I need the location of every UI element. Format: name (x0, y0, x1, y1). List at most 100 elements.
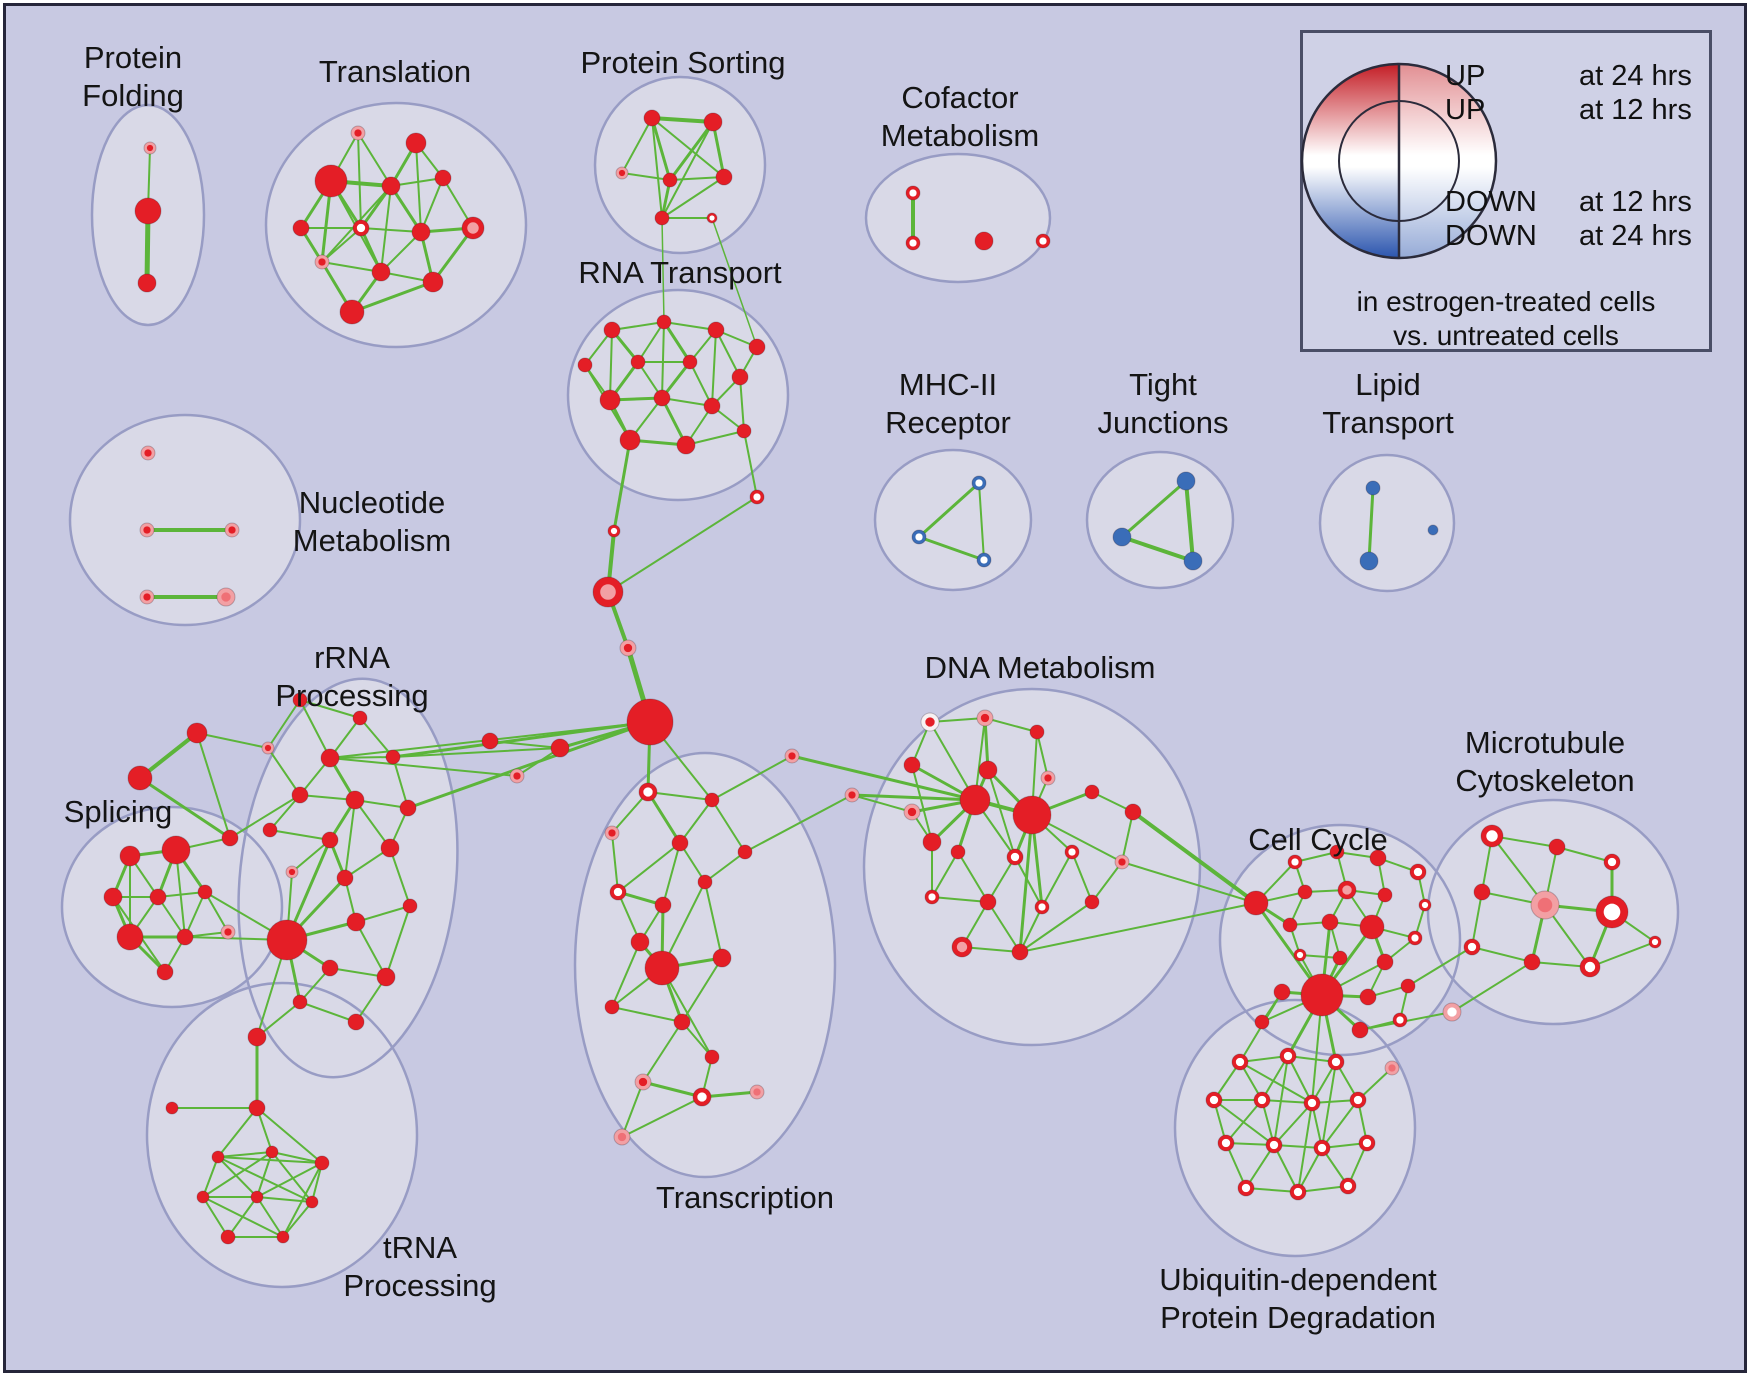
node-sp5 (197, 884, 213, 900)
edge-tx8-tx11 (704, 881, 723, 959)
edge-tx4-tx6 (617, 842, 681, 893)
node-core-ub14 (1343, 1181, 1353, 1191)
edge-tx1-tx4 (646, 790, 682, 845)
edge-ub8-ub9 (1225, 1142, 1275, 1146)
node-tx9 (630, 932, 650, 952)
edge-rr3-rr6 (267, 747, 301, 796)
node-tl5 (434, 169, 452, 187)
node-core-ub1 (1235, 1057, 1245, 1067)
node-rr4 (320, 748, 340, 768)
edge-tx16-tx17 (700, 1090, 759, 1099)
edge-x5-rr8 (406, 720, 652, 810)
node-tj3 (1183, 551, 1203, 571)
node-tn9 (305, 1195, 319, 1209)
edge-dn17-dn21 (987, 901, 1021, 953)
legend-time-label: at 24 hrs (1579, 220, 1692, 252)
node-core-mh2 (915, 533, 923, 541)
node-core-ub13 (1293, 1187, 1303, 1197)
edge-tj2-tj3 (1120, 535, 1195, 563)
node-dn5 (978, 760, 998, 780)
node-rt5 (577, 357, 593, 373)
edge-tx12-tx13 (611, 1006, 683, 1023)
node-sp9 (156, 963, 174, 981)
edge-rt1-rt9 (609, 329, 613, 401)
node-rr19 (292, 994, 308, 1010)
node-rt4 (748, 338, 766, 356)
node-rt12 (619, 429, 641, 451)
edge-ub10-ub13 (1297, 1147, 1323, 1193)
edge-ub3-ub10 (1321, 1061, 1337, 1149)
node-core-cf4 (1039, 237, 1047, 245)
node-core-x3 (600, 584, 616, 600)
cluster-outline-microtubule-cytoskeleton (1426, 798, 1680, 1026)
edge-rt2-rt6 (637, 321, 665, 363)
edge-dn21-cc0 (1019, 902, 1257, 953)
node-core-ub5 (1257, 1095, 1267, 1105)
edge-rr10-rr12 (291, 839, 331, 873)
edge-ps3-ps4 (621, 172, 671, 181)
edge-tn5-tn6 (271, 1151, 323, 1164)
cluster-label-tight-junctions: Tight (1129, 367, 1197, 402)
node-core-x2 (610, 527, 618, 535)
edge-tn9-tn11 (282, 1201, 313, 1238)
edge-mt9-mt10 (1589, 941, 1656, 968)
edge-ub9-ub12 (1245, 1144, 1275, 1189)
node-core-cc22 (1396, 1016, 1404, 1024)
node-core-dn13 (1010, 852, 1020, 862)
node-tn8 (250, 1190, 264, 1204)
edge-rr1-rr3 (267, 699, 301, 749)
edge-tx1-tx3 (611, 791, 649, 834)
edge-ps2-ps5 (711, 120, 726, 179)
cluster-label-protein-folding: Folding (82, 78, 184, 113)
edge-dn5-dn13 (987, 769, 1016, 858)
node-core-dn6 (1044, 774, 1052, 782)
node-cc21 (1351, 1021, 1369, 1039)
edge-rt7-rt11 (689, 361, 713, 407)
edge-dn13-dn18 (1014, 856, 1043, 908)
legend-direction-label: UP (1445, 60, 1486, 92)
cluster-outline-nucleotide-metabolism (68, 413, 302, 627)
legend-updown-dial (1300, 62, 1498, 260)
edge-tn5-tn7 (202, 1151, 273, 1198)
cluster-fill-splicing (62, 807, 282, 1007)
legend-direction-label: DOWN (1445, 186, 1537, 218)
node-mt8 (1523, 953, 1541, 971)
node-cc19 (1273, 983, 1291, 1001)
edge-tl2-tl8 (415, 142, 422, 233)
node-tx11 (712, 948, 732, 968)
legend-direction-label: UP (1445, 94, 1486, 126)
edge-cc1-cc2 (1294, 851, 1338, 863)
edge-rr18-rr20 (355, 976, 387, 1023)
edge-rt3-rt8 (715, 329, 741, 378)
cluster-outline-rna-transport (566, 288, 790, 502)
node-core-cf1 (909, 189, 917, 197)
edge-ub1-ub6 (1239, 1061, 1313, 1104)
node-core-x10 (788, 752, 796, 760)
edge-ub9-ub13 (1273, 1144, 1299, 1193)
node-rr11 (380, 838, 400, 858)
cluster-label-cofactor-metabolism: Metabolism (881, 118, 1040, 153)
cluster-label-mhc-ii-receptor: MHC-II (899, 367, 997, 402)
cluster-label-rna-transport: RNA Transport (578, 255, 782, 290)
node-rr20 (347, 1013, 365, 1031)
node-tx10 (644, 950, 680, 986)
node-core-ub2 (1283, 1051, 1293, 1061)
cluster-outline-translation (264, 101, 528, 349)
edge-ub5-ub8 (1225, 1099, 1263, 1144)
edge-ps1-ps3 (621, 117, 653, 174)
node-rr7 (345, 790, 365, 810)
cluster-label-trna-processing: Processing (343, 1268, 496, 1303)
node-cc2 (1329, 844, 1345, 860)
node-core-mt7 (1467, 942, 1477, 952)
node-sp3 (103, 887, 123, 907)
edge-rr7-rr11 (354, 799, 391, 849)
edge-rt10-rt11 (661, 397, 713, 407)
node-core-nm1 (144, 449, 152, 457)
edge-tx2-tx4 (679, 799, 713, 844)
edge-rt14-x1 (743, 430, 758, 498)
edge-ps2-ps6 (661, 121, 714, 219)
node-ps6 (654, 210, 670, 226)
node-dn3 (1029, 724, 1045, 740)
node-core-ub3 (1331, 1057, 1341, 1067)
node-x8 (481, 732, 499, 750)
